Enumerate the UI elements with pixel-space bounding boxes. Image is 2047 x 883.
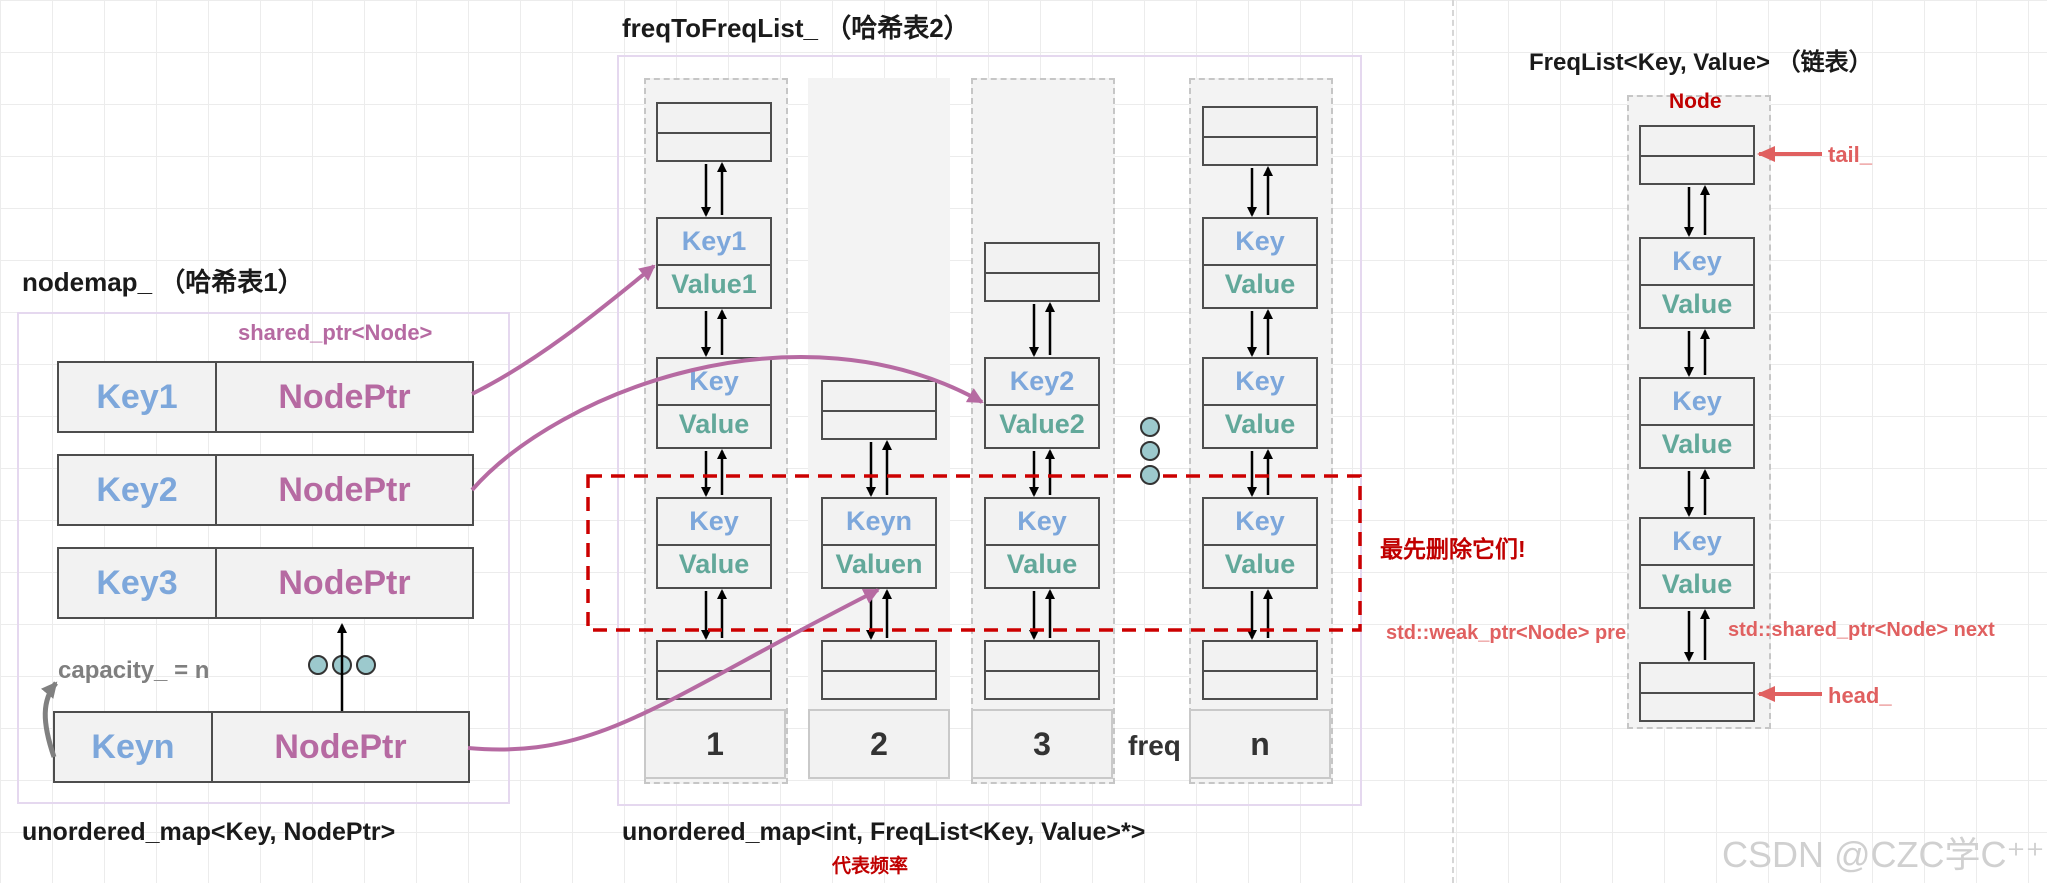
- list-node: Key Value: [1202, 497, 1318, 589]
- pre-pointer-label: std::weak_ptr<Node> pre: [1386, 622, 1627, 644]
- nodemap-panel: [17, 312, 510, 804]
- freqmap-title: freqToFreqList_ （哈希表2）: [622, 13, 970, 43]
- nodemap-key: Key1: [59, 363, 217, 431]
- eviction-box: [586, 474, 1362, 632]
- freq-key-2: 2: [808, 709, 950, 779]
- dummy-tail-node: [656, 640, 772, 700]
- list-node: Key Value: [1639, 517, 1755, 609]
- nodemap-nodeptr: NodePtr: [278, 470, 411, 509]
- node-key: Key: [658, 499, 770, 546]
- freqmap-panel: [617, 55, 1362, 806]
- node-key: Key: [986, 499, 1098, 546]
- nodemap-nodeptr: NodePtr: [278, 563, 411, 602]
- freqmap-type-note: 代表频率: [832, 856, 909, 877]
- ptr-arrow-key1: [471, 264, 656, 396]
- freq-label: freq: [1128, 730, 1181, 761]
- node-key: Key: [1204, 219, 1316, 266]
- node-key: Key: [1641, 239, 1753, 286]
- next-pointer-label: std::shared_ptr<Node> next: [1728, 619, 1995, 641]
- list-node: Key Value: [1639, 237, 1755, 329]
- node-key: Key1: [658, 219, 770, 266]
- node-key: Key: [658, 359, 770, 406]
- nodemap-row-key3: Key3 NodePtr: [57, 547, 474, 619]
- list-node: Key Value: [656, 497, 772, 589]
- node-value: Value: [1661, 289, 1733, 319]
- list-node: Key1 Value1: [656, 217, 772, 309]
- section-divider: [1452, 0, 1454, 883]
- ptr-arrow-keyn: [467, 588, 880, 752]
- shared-ptr-label: shared_ptr<Node>: [238, 320, 433, 345]
- head-label: head_: [1828, 683, 1892, 708]
- freq-key-3: 3: [971, 709, 1113, 779]
- freqmap-type: unordered_map<int, FreqList<Key, Value>*…: [622, 818, 1146, 846]
- nodemap-row-keyn: Keyn NodePtr: [53, 711, 470, 783]
- dummy-tail-node: [1202, 640, 1318, 700]
- nodemap-key: Key3: [59, 549, 217, 617]
- capacity-label: capacity_ = n: [58, 657, 210, 684]
- node-key: Key: [1204, 499, 1316, 546]
- freqlist-head-node: [1639, 662, 1755, 722]
- node-label: Node: [1669, 90, 1722, 113]
- list-node: Key Value: [656, 357, 772, 449]
- capacity-arrow: [40, 681, 58, 758]
- nodemap-type: unordered_map<Key, NodePtr>: [22, 818, 396, 846]
- node-value: Value: [678, 549, 750, 579]
- node-value: Value: [1224, 409, 1296, 439]
- dummy-tail-node: [821, 640, 937, 700]
- node-value: Value: [1006, 549, 1078, 579]
- dummy-head-node: [821, 380, 937, 440]
- nodemap-row-key2: Key2 NodePtr: [57, 454, 474, 526]
- nodemap-key: Keyn: [55, 713, 213, 781]
- node-value: Value: [1224, 549, 1296, 579]
- list-node: Key2 Value2: [984, 357, 1100, 449]
- list-node: Key Value: [1639, 377, 1755, 469]
- freq-key-1: 1: [644, 709, 786, 779]
- node-value: Value2: [999, 409, 1085, 439]
- node-key: Keyn: [823, 499, 935, 546]
- node-key: Key: [1641, 519, 1753, 566]
- freqlist-title: FreqList<Key, Value> （链表）: [1529, 49, 1873, 76]
- nodemap-ellipsis-dots: [308, 655, 376, 675]
- ptr-arrow-key2: [470, 355, 984, 492]
- nodemap-nodeptr: NodePtr: [278, 377, 411, 416]
- dummy-head-node: [656, 102, 772, 162]
- freq-key-n: n: [1189, 709, 1331, 779]
- node-key: Key2: [986, 359, 1098, 406]
- dummy-head-node: [1202, 106, 1318, 166]
- dummy-head-node: [984, 242, 1100, 302]
- list-node: Key Value: [1202, 357, 1318, 449]
- node-value: Value: [1661, 429, 1733, 459]
- evict-note: 最先删除它们!: [1380, 536, 1526, 562]
- list-node: Key Value: [1202, 217, 1318, 309]
- nodemap-title: nodemap_ （哈希表1）: [22, 267, 304, 297]
- node-value: Value: [1224, 269, 1296, 299]
- watermark: CSDN @CZC学C⁺⁺: [1722, 834, 2045, 875]
- list-node: Keyn Valuen: [821, 497, 937, 589]
- node-key: Key: [1641, 379, 1753, 426]
- node-key: Key: [1204, 359, 1316, 406]
- nodemap-key: Key2: [59, 456, 217, 524]
- node-value: Value: [678, 409, 750, 439]
- tail-label: tail_: [1828, 142, 1873, 167]
- nodemap-row-key1: Key1 NodePtr: [57, 361, 474, 433]
- dummy-tail-node: [984, 640, 1100, 700]
- freq-ellipsis-dots: [1140, 417, 1160, 485]
- list-node: Key Value: [984, 497, 1100, 589]
- nodemap-nodeptr: NodePtr: [274, 727, 407, 766]
- node-value: Valuen: [835, 549, 923, 579]
- freqlist-tail-node: [1639, 125, 1755, 185]
- node-value: Value: [1661, 569, 1733, 599]
- node-value: Value1: [671, 269, 757, 299]
